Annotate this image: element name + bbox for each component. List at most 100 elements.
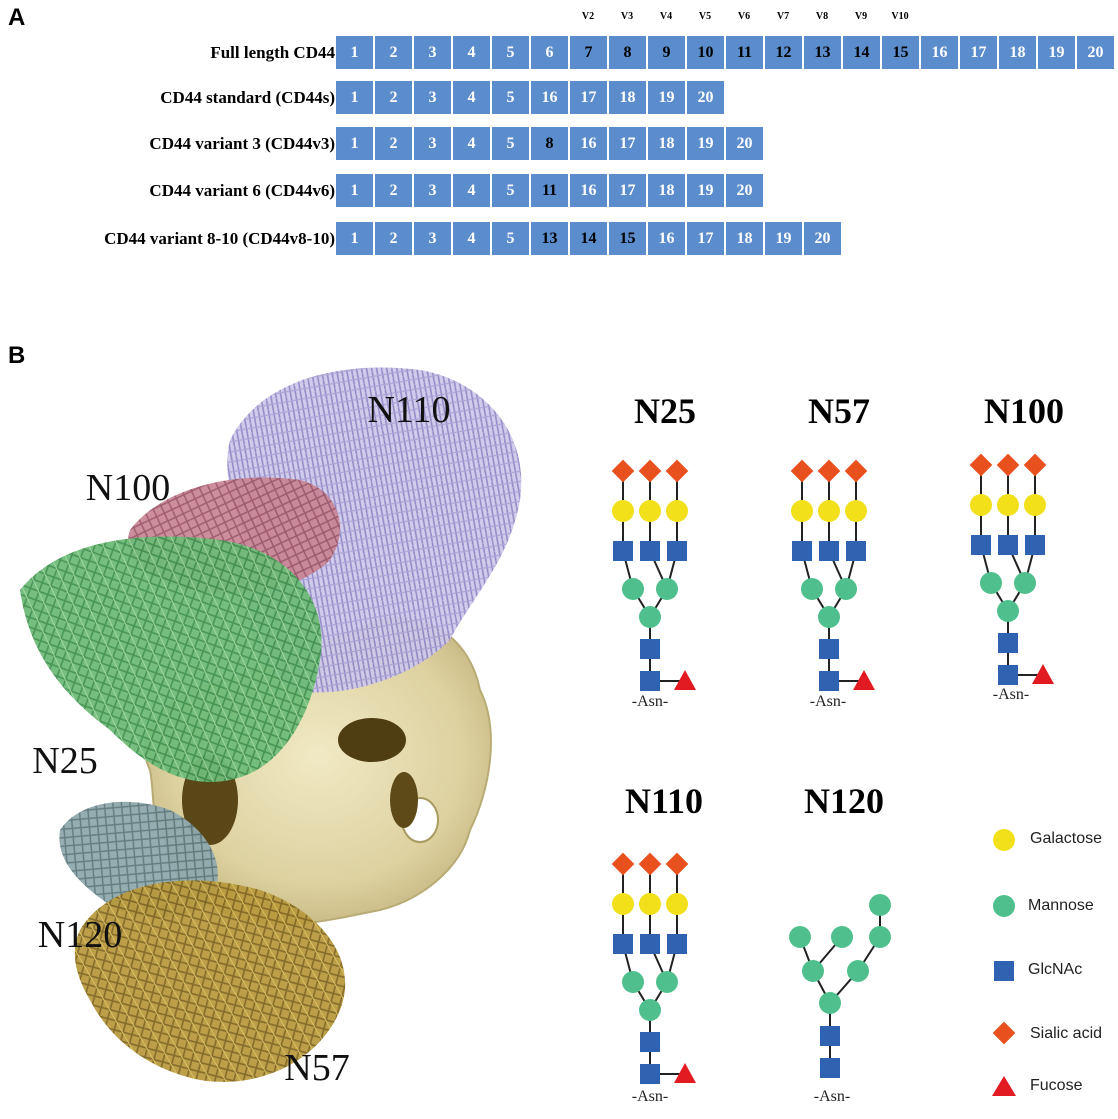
exon-box: 4 — [453, 36, 490, 69]
galactose-icon — [612, 893, 634, 915]
mannose-icon — [818, 606, 840, 628]
galactose-icon — [666, 893, 688, 915]
mannose-icon — [869, 894, 891, 916]
glcnac-icon — [640, 1032, 660, 1052]
glcnac-icon — [640, 671, 660, 691]
mannose-icon — [819, 992, 841, 1014]
n57-site-tag: N57 — [253, 1040, 381, 1096]
exon-box: 13 — [531, 222, 568, 255]
mannose-icon — [801, 578, 823, 600]
exon-box: 7 — [570, 36, 607, 69]
n110-glycan-title: N110 — [624, 781, 703, 821]
n25-glycan-title: N25 — [634, 391, 696, 431]
glcnac-icon — [640, 541, 660, 561]
mannose-legend-icon — [993, 895, 1015, 917]
mannose-icon — [997, 600, 1019, 622]
exon-box: 2 — [375, 127, 412, 160]
exon-box: 5 — [492, 81, 529, 114]
isoform-label: CD44 variant 3 (CD44v3) — [149, 134, 335, 153]
exon-box: 18 — [999, 36, 1036, 69]
mannose-icon — [639, 606, 661, 628]
variant-exon-label: V7 — [776, 11, 790, 22]
glycoprotein-structure-illustration — [20, 367, 522, 1082]
exon-box: 16 — [648, 222, 685, 255]
exon-box: 3 — [414, 127, 451, 160]
exon-box: 17 — [609, 127, 646, 160]
exon-box: 17 — [570, 81, 607, 114]
mannose-icon — [802, 960, 824, 982]
exon-box: 20 — [804, 222, 841, 255]
exon-box: 8 — [531, 127, 568, 160]
sialic-acid-icon — [1023, 453, 1047, 477]
glcnac-icon — [667, 541, 687, 561]
mannose-icon — [789, 926, 811, 948]
sialic-acid-icon — [844, 459, 868, 483]
n100-site-tag: N100 — [64, 460, 192, 516]
exon-box: 6 — [531, 36, 568, 69]
mannose-icon — [1014, 572, 1036, 594]
glcnac-legend-label: GlcNAc — [1028, 961, 1083, 978]
glcnac-legend-icon — [994, 961, 1014, 981]
exon-box: 15 — [609, 222, 646, 255]
exon-box: 13 — [804, 36, 841, 69]
exon-box: 16 — [570, 127, 607, 160]
glcnac-icon — [820, 1058, 840, 1078]
exon-box: 11 — [726, 36, 763, 69]
variant-exon-label: V9 — [854, 11, 868, 22]
glcnac-icon — [819, 639, 839, 659]
n110-site-tag-label: N110 — [367, 389, 451, 431]
fucose-icon — [853, 670, 875, 690]
variant-exon-label: V5 — [698, 11, 712, 22]
n100-asn-label: -Asn- — [992, 686, 1030, 703]
sialic-acid-legend-icon — [992, 1021, 1016, 1045]
galactose-legend-icon — [993, 829, 1015, 851]
exon-box: 19 — [687, 127, 724, 160]
exon-box: 19 — [765, 222, 802, 255]
n57-glycan-mesh — [74, 880, 346, 1082]
mannose-icon — [622, 578, 644, 600]
exon-box: 16 — [570, 174, 607, 207]
exon-box: 17 — [687, 222, 724, 255]
sialic-acid-legend-label: Sialic acid — [1030, 1025, 1103, 1042]
sialic-acid-icon — [969, 453, 993, 477]
exon-box: 4 — [453, 127, 490, 160]
exon-box: 8 — [609, 36, 646, 69]
glcnac-icon — [971, 535, 991, 555]
exon-box: 14 — [843, 36, 880, 69]
galactose-icon — [997, 494, 1019, 516]
galactose-icon — [639, 893, 661, 915]
glcnac-icon — [640, 934, 660, 954]
mannose-icon — [656, 578, 678, 600]
exon-box: 9 — [648, 36, 685, 69]
fucose-icon — [674, 670, 696, 690]
exon-box: 18 — [648, 127, 685, 160]
isoform-label: CD44 variant 6 (CD44v6) — [149, 181, 335, 200]
sialic-acid-icon — [996, 453, 1020, 477]
sialic-acid-icon — [665, 459, 689, 483]
glcnac-icon — [667, 934, 687, 954]
exon-box: 18 — [726, 222, 763, 255]
exon-box: 19 — [687, 174, 724, 207]
fucose-legend-label: Fucose — [1030, 1077, 1083, 1094]
isoform-label: CD44 standard (CD44s) — [160, 88, 335, 107]
n110-site-tag: N110 — [345, 382, 473, 438]
glcnac-icon — [998, 633, 1018, 653]
n25-glycan-mesh — [20, 536, 322, 782]
n25-asn-label: -Asn- — [631, 693, 669, 710]
glcnac-icon — [1025, 535, 1045, 555]
galactose-icon — [818, 500, 840, 522]
glcnac-icon — [640, 639, 660, 659]
exon-box: 16 — [531, 81, 568, 114]
sialic-acid-icon — [611, 852, 635, 876]
sialic-acid-icon — [817, 459, 841, 483]
exon-box: 2 — [375, 174, 412, 207]
fucose-icon — [674, 1063, 696, 1083]
mannose-icon — [831, 926, 853, 948]
n110-asn-label: -Asn- — [631, 1088, 669, 1105]
exon-box: 10 — [687, 36, 724, 69]
glcnac-icon — [998, 665, 1018, 685]
mannose-icon — [835, 578, 857, 600]
glcnac-icon — [820, 1026, 840, 1046]
